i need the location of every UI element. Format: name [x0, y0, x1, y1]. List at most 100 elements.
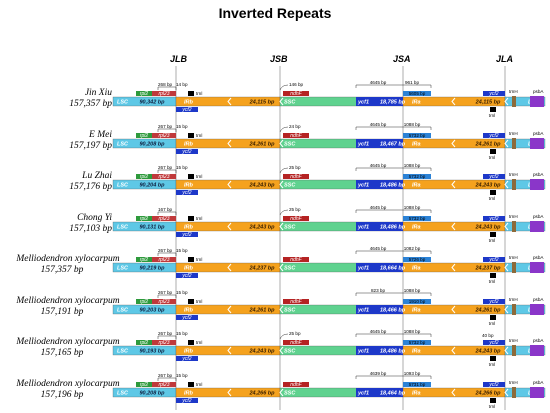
irb-bp: 24,266 bp [248, 391, 275, 397]
ndhf-gene [283, 382, 309, 387]
ssc-arrow-left [279, 305, 284, 314]
trnh-label: trnH [509, 172, 518, 177]
trnl-marker-right [490, 398, 496, 403]
ira-bp: 24,261 bp [474, 142, 501, 148]
ycf1-gene [356, 139, 403, 148]
trnh-gene [512, 96, 516, 107]
sample-name: Melliodendron xylocarpum [15, 337, 119, 347]
jlb-distance-a: 267 bp [158, 124, 172, 129]
lsc-bp: 90,131 bp [139, 225, 165, 231]
ycf1-ira-bp: 5732 bp [409, 216, 426, 221]
jsa-bracket [355, 250, 432, 254]
ycf2-gene-left [176, 107, 198, 112]
irb-arrow-left [227, 222, 232, 231]
irb-arrow-left [227, 305, 232, 314]
jlb-distance-a: 267 bp [158, 331, 172, 336]
junction-jsa-label: JSA [393, 54, 411, 64]
rpl2-label: rpl2 [140, 340, 149, 346]
trnh-gene [512, 304, 516, 315]
lsc-bp: 90,219 bp [139, 266, 165, 272]
lsc-label: LSC [117, 349, 129, 355]
ssc-arrow-left [279, 139, 284, 148]
jlb-bracket [157, 377, 177, 381]
rpl2-label: rpl2 [140, 257, 149, 263]
jsa-bracket [355, 333, 432, 337]
ycf1-label: ycf1 [357, 142, 369, 148]
ndhf-label: ndhF [290, 382, 302, 388]
jlb-distance-b: 15 bp [176, 248, 188, 253]
lsc-label: LSC [117, 183, 129, 189]
trnl-label-right: trnl [489, 238, 495, 243]
trnl-marker [188, 340, 194, 345]
trnl-label: trnl [196, 174, 202, 179]
ssc-label: SSC [284, 308, 296, 314]
ycf1-ira-bp: 5732 bp [409, 174, 426, 179]
ndhf-label: ndhF [290, 133, 302, 139]
ndhf-bracket [279, 333, 289, 340]
ira-label: IRa [412, 308, 421, 314]
irb-bp: 24,243 bp [248, 349, 275, 355]
ndhf-label: ndhF [290, 257, 302, 263]
lsc-label: LSC [117, 100, 129, 106]
rpl2-label: rpl2 [140, 299, 149, 305]
lsc-label: LSC [117, 225, 129, 231]
ssc-label: SSC [284, 391, 296, 397]
ssc-arrow-left [279, 346, 284, 355]
ycf2-label-right: ycf2 [488, 216, 498, 222]
lsc-bp: 90,203 bp [139, 308, 165, 314]
ycf2-gene-left [176, 315, 198, 320]
jsa-bracket [355, 292, 432, 296]
psba-gene [530, 221, 544, 232]
ycf1-ira-fragment [403, 382, 431, 387]
irb-label: IRb [184, 349, 194, 355]
junction-jla-label: JLA [496, 54, 514, 64]
ndhf-label: ndhF [290, 216, 302, 222]
ycf1-bp: 18,486 bp [380, 183, 406, 189]
jlb-bracket [157, 252, 177, 256]
ycf2-gene-left [176, 149, 198, 154]
trnl-label-right: trnl [489, 362, 495, 367]
trnl-marker [188, 257, 194, 262]
jlb-distance-b: 15 bp [176, 290, 188, 295]
trnl-label-right: trnl [489, 196, 495, 201]
ycf1-gene [356, 97, 403, 106]
ndhf-label: ndhF [290, 340, 302, 346]
ssc-label: SSC [284, 183, 296, 189]
ycf1-ira-bp: 5726 bp [409, 257, 426, 262]
psba-label: psbA [533, 297, 544, 302]
ycf2-gene-left [176, 190, 198, 195]
jsa-distance-b: 1088 bp [404, 288, 421, 293]
ycf1-ira-fragment [403, 340, 431, 345]
trnl-label: trnl [196, 216, 202, 221]
sample-size: 157,103 bp [69, 224, 112, 234]
trnl-marker [188, 133, 194, 138]
psba-gene [530, 138, 544, 149]
jsa-bracket [355, 167, 432, 171]
ndhf-gene [283, 216, 309, 221]
ira-arrow-right [451, 346, 456, 355]
sample-size: 157,191 bp [41, 307, 84, 317]
ndhf-gene [283, 257, 309, 262]
trnl-label-right: trnl [489, 404, 495, 409]
ycf2-gene-right [483, 257, 505, 262]
ndhf-gene [283, 340, 309, 345]
rpl2-gene [136, 91, 152, 96]
ira-arrow-right [451, 263, 456, 272]
ndhf-bracket [279, 126, 289, 133]
trnh-label: trnH [509, 89, 518, 94]
jlb-bracket [157, 86, 177, 90]
ycf2-gene-right [483, 133, 505, 138]
jsa-distance-b: 1088 bp [404, 329, 421, 334]
rpl23-gene [152, 340, 176, 345]
lsc-arrow-right [504, 388, 509, 397]
trnl-marker-right [490, 107, 496, 112]
rpl2-gene [136, 133, 152, 138]
ycf2-label-right: ycf2 [488, 340, 498, 346]
trnh-gene [512, 138, 516, 149]
rpl2-label: rpl2 [140, 174, 149, 180]
jsa-distance-b: 961 bp [405, 80, 419, 85]
trnl-label-right: trnl [489, 113, 495, 118]
ycf2-gene-right [483, 299, 505, 304]
ssc-label: SSC [284, 142, 296, 148]
irb-arrow-left [227, 346, 232, 355]
